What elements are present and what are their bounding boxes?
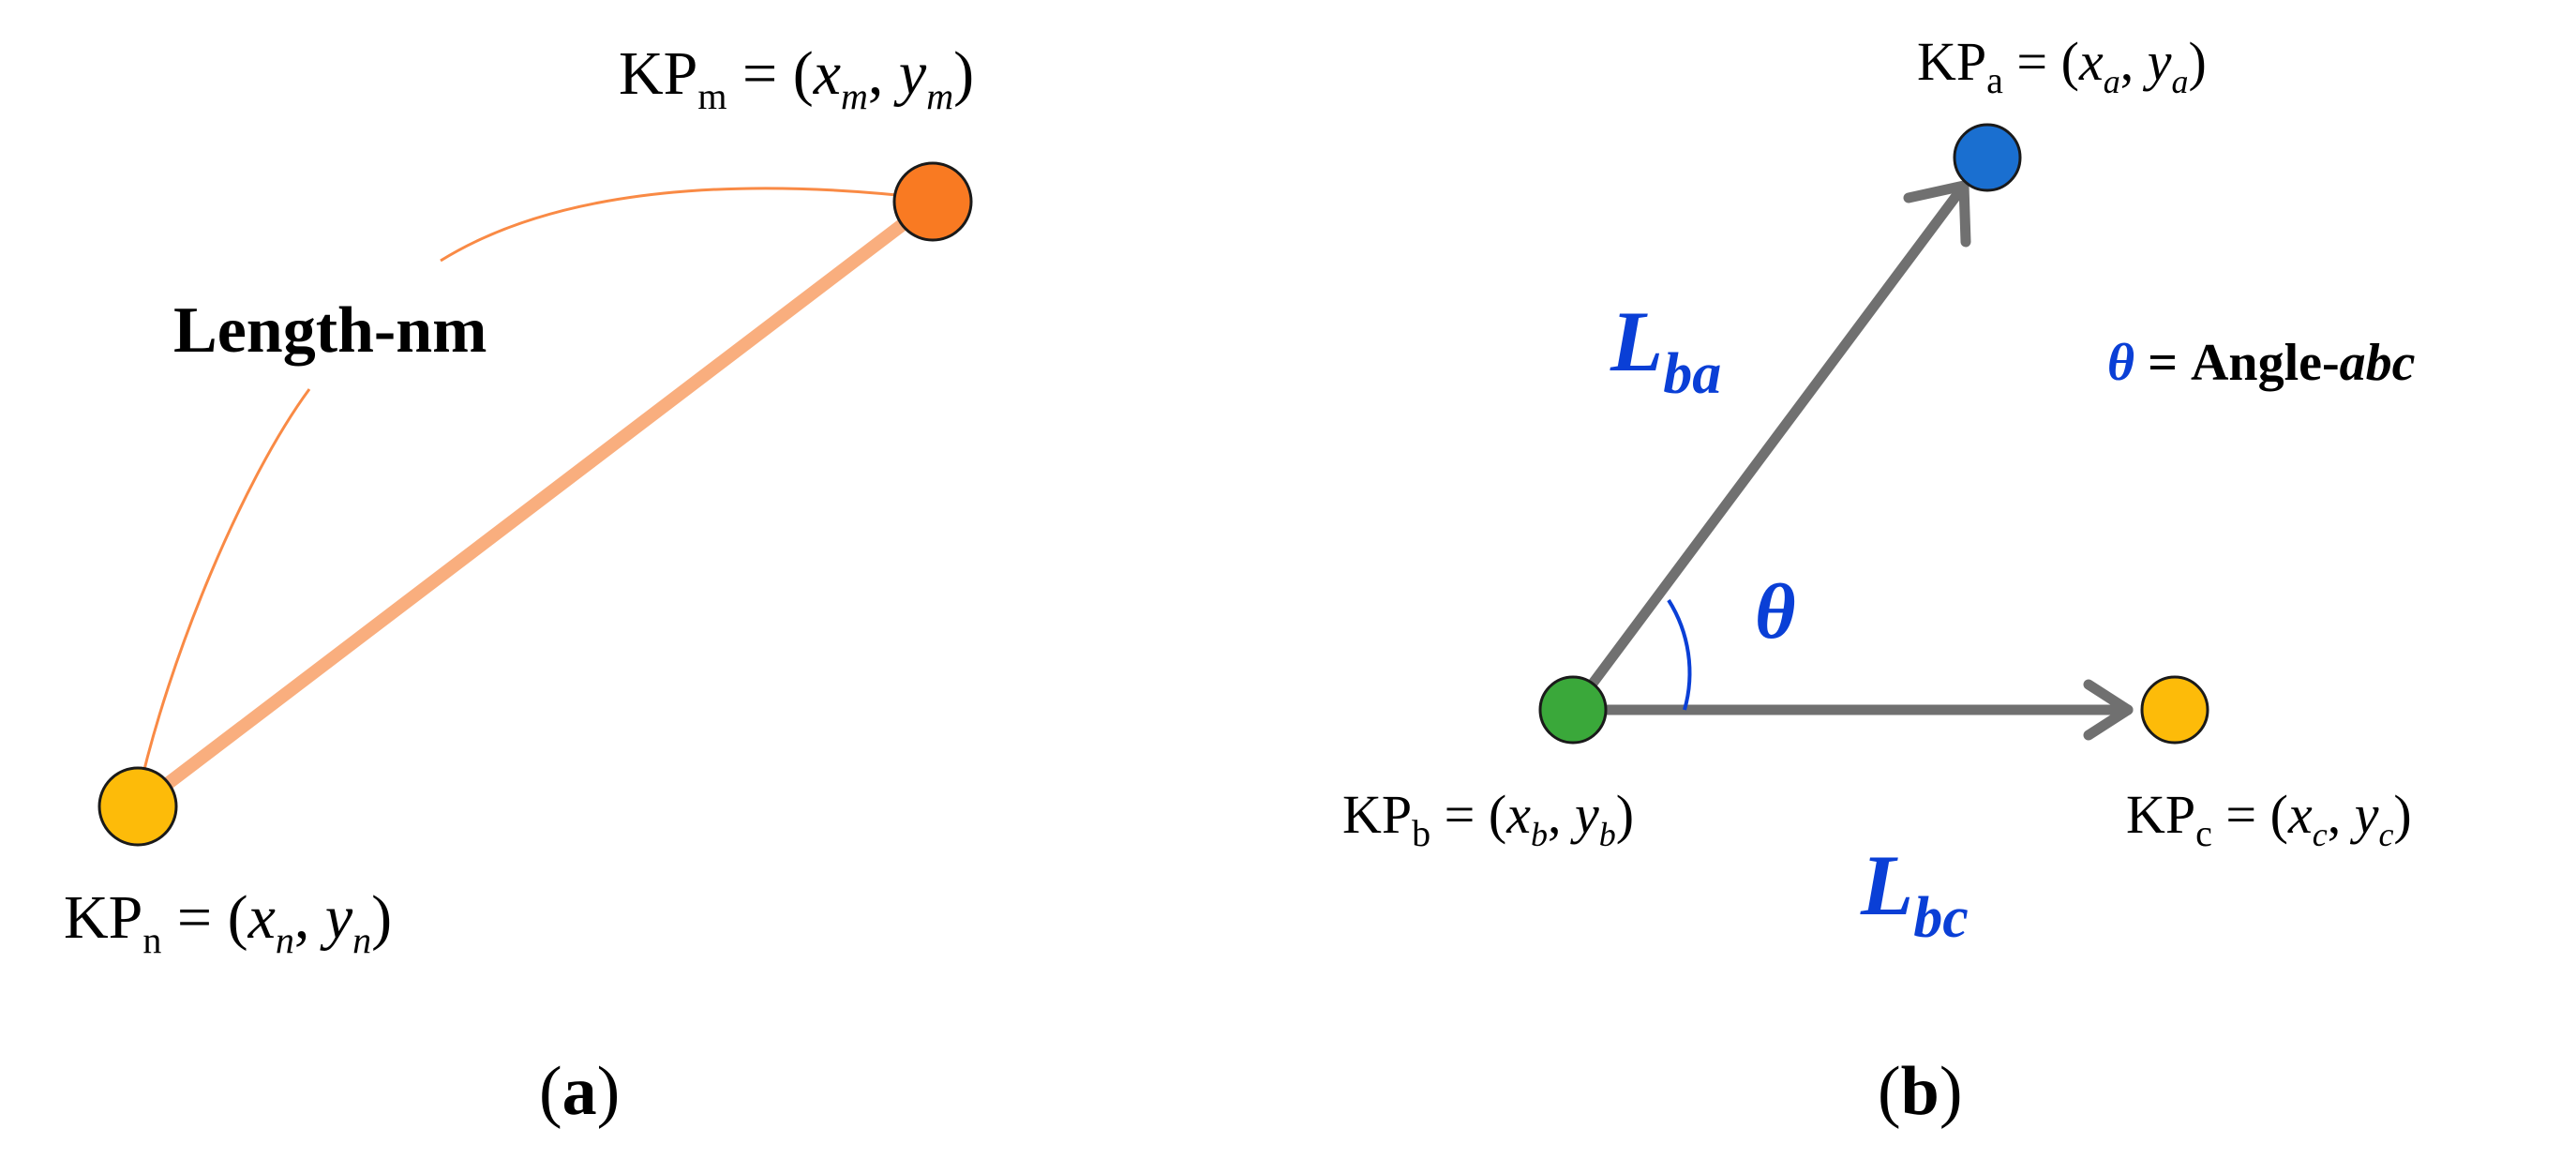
- kp-c-label: KPc = (xc, yc): [2126, 784, 2412, 854]
- arrowhead-ba: [1903, 180, 1971, 248]
- panel-a: Length-nm KPm = (xm, ym) KPn = (xn, yn) …: [64, 39, 974, 1130]
- length-arc-lower: [136, 388, 311, 798]
- kp-n-label: KPn = (xn, yn): [64, 883, 392, 961]
- node-kp-a: [1953, 123, 2022, 192]
- vector-ba: [1567, 180, 1969, 715]
- kp-a-label: KPa = (xa, ya): [1917, 31, 2207, 101]
- l-ba-label: Lba: [1610, 294, 1721, 406]
- l-bc-label: Lbc: [1860, 837, 1969, 950]
- angle-definition: θ = Angle-abc: [2107, 334, 2416, 392]
- kp-m-label: KPm = (xm, ym): [619, 39, 974, 117]
- node-kp-c: [2140, 675, 2209, 745]
- angle-arc: [1667, 598, 1692, 711]
- length-nm-label: Length-nm: [173, 294, 487, 367]
- panel-b: KPa = (xa, ya) KPb = (xb, yb) KPc = (xc,…: [1342, 31, 2416, 1130]
- arrowhead-bc: [2083, 679, 2134, 741]
- segment-nm: [131, 195, 939, 813]
- theta-label: θ: [1755, 568, 1796, 655]
- kp-b-label: KPb = (xb, yb): [1342, 784, 1634, 854]
- node-kp-m: [892, 161, 973, 242]
- caption-b: (b): [1878, 1053, 1962, 1130]
- node-kp-b: [1538, 675, 1608, 745]
- node-kp-n: [97, 766, 178, 847]
- caption-a: (a): [539, 1053, 620, 1130]
- length-arc: [440, 187, 934, 263]
